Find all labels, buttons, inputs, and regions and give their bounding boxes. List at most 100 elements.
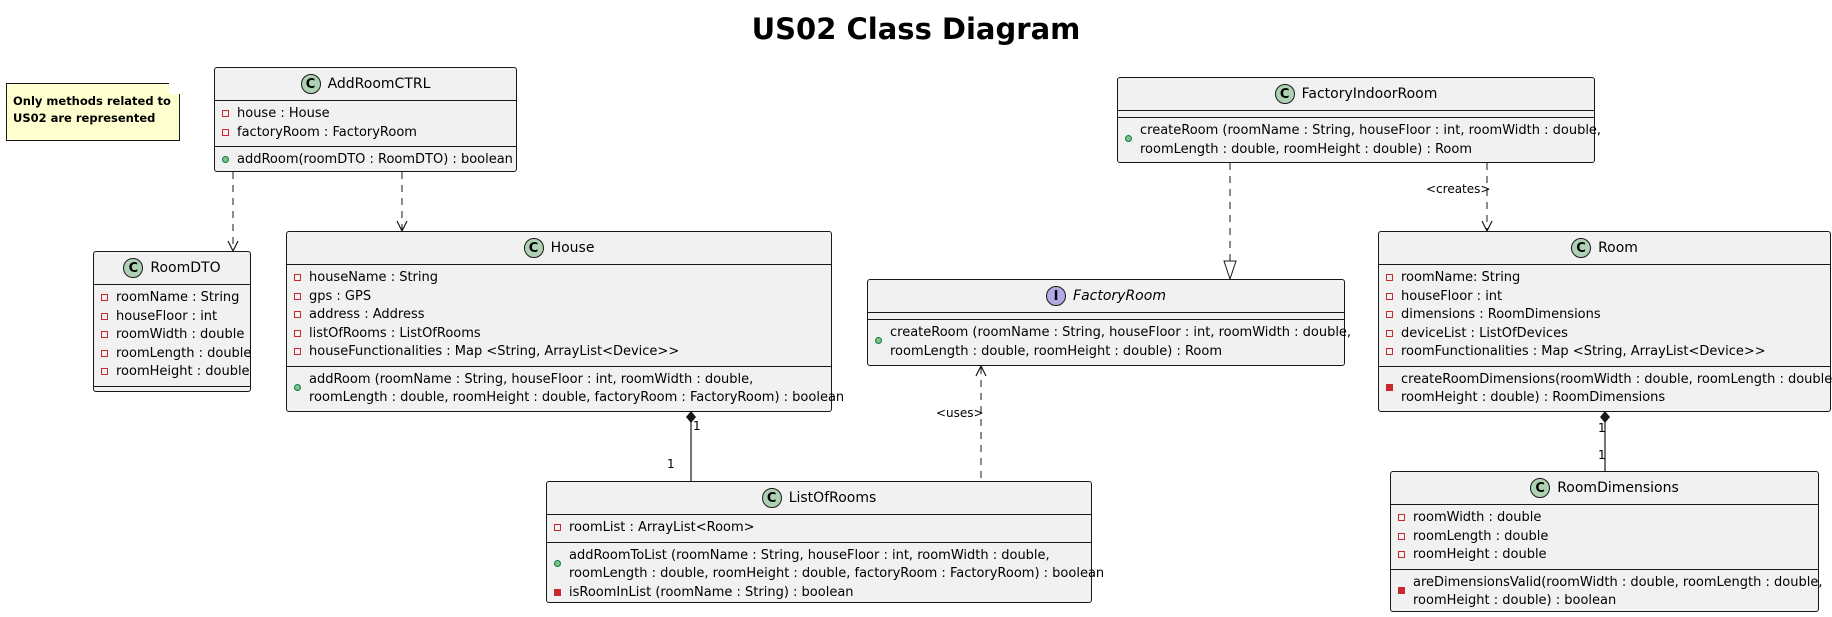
methods-section: createRoomDimensions(roomWidth : double,… xyxy=(1379,367,1832,412)
private-icon xyxy=(1386,348,1393,355)
class-stereotype-icon: C xyxy=(523,238,544,258)
class-roomdto[interactable]: C RoomDTO roomName : String houseFloor :… xyxy=(93,251,251,392)
interface-stereotype-icon: I xyxy=(1046,286,1067,306)
fields-section xyxy=(868,313,1344,320)
private-method-icon xyxy=(1386,383,1393,391)
methods-section: addRoom (roomName : String, houseFloor :… xyxy=(287,367,844,412)
field: gps : GPS xyxy=(309,288,372,304)
class-name: RoomDimensions xyxy=(1557,480,1679,496)
class-name: House xyxy=(550,240,595,256)
class-stereotype-icon: C xyxy=(300,74,321,94)
method: addRoom (roomName : String, houseFloor :… xyxy=(309,371,845,406)
class-stereotype-icon: C xyxy=(761,488,782,508)
private-icon xyxy=(1386,274,1393,281)
fields-section: roomWidth : double roomLength : double r… xyxy=(1391,505,1818,570)
note: Only methods related to US02 are represe… xyxy=(6,83,180,141)
room-multiplicity: 1 xyxy=(1598,421,1606,435)
private-icon xyxy=(294,348,301,355)
class-header: C RoomDimensions xyxy=(1391,472,1818,505)
class-header: I FactoryRoom xyxy=(868,280,1344,313)
public-icon xyxy=(222,156,229,163)
class-roomdimensions[interactable]: C RoomDimensions roomWidth : double room… xyxy=(1390,471,1822,615)
field: house : House xyxy=(237,106,330,121)
composition-diamond-house xyxy=(686,411,696,423)
field: roomName : String xyxy=(116,290,240,305)
field: deviceList : ListOfDevices xyxy=(1401,325,1568,341)
field: roomList : ArrayList<Room> xyxy=(569,520,755,535)
note-line-1: Only methods related to xyxy=(13,94,171,108)
composition-diamond-room xyxy=(1600,411,1610,423)
private-method-icon xyxy=(1398,586,1405,594)
field: roomLength : double xyxy=(116,345,252,361)
class-stereotype-icon: C xyxy=(1571,238,1592,258)
method: addRoomToList (roomName : String, houseF… xyxy=(569,547,1105,582)
fields-section xyxy=(1118,111,1594,118)
class-room[interactable]: C Room roomName: String houseFloor : int… xyxy=(1378,231,1832,412)
methods-section: addRoomToList (roomName : String, houseF… xyxy=(547,543,1104,607)
public-icon xyxy=(294,383,301,391)
private-icon xyxy=(222,110,229,117)
method: createRoom (roomName : String, houseFloo… xyxy=(1140,123,1602,157)
field: roomWidth : double xyxy=(1413,510,1542,525)
private-icon xyxy=(1398,532,1405,540)
field: factoryRoom : FactoryRoom xyxy=(237,124,417,140)
methods-section: addRoom(roomDTO : RoomDTO) : boolean xyxy=(215,147,516,174)
uses-label: <uses> xyxy=(936,406,984,420)
fields-section: roomName : String houseFloor : int roomW… xyxy=(94,285,252,387)
realization-arrowhead xyxy=(1223,260,1237,281)
field: roomHeight : double xyxy=(116,364,250,379)
private-icon xyxy=(1398,514,1405,521)
private-icon xyxy=(1386,292,1393,300)
interface-name: FactoryRoom xyxy=(1073,288,1166,304)
fields-section: roomName: String houseFloor : int dimens… xyxy=(1379,265,1830,367)
class-addroomctrl[interactable]: C AddRoomCTRL house : House factoryRoom … xyxy=(214,67,517,172)
private-icon xyxy=(294,311,301,318)
fields-section: houseName : String gps : GPS address : A… xyxy=(287,265,831,367)
methods-section xyxy=(94,387,250,393)
private-icon xyxy=(1398,551,1405,558)
method: isRoomInList (roomName : String) : boole… xyxy=(569,584,854,600)
private-icon xyxy=(294,274,301,281)
class-header: C House xyxy=(287,232,831,265)
methods-section: createRoom (roomName : String, houseFloo… xyxy=(1118,118,1601,163)
private-icon xyxy=(554,524,561,531)
private-icon xyxy=(101,312,108,320)
methods-section: areDimensionsValid(roomWidth : double, r… xyxy=(1391,570,1822,615)
private-icon xyxy=(101,331,108,338)
field: address : Address xyxy=(309,307,425,322)
note-fold xyxy=(169,83,180,94)
field: houseFloor : int xyxy=(116,308,218,324)
private-icon xyxy=(1386,311,1393,318)
class-factoryindoorroom[interactable]: C FactoryIndoorRoom createRoom (roomName… xyxy=(1117,77,1601,163)
method: areDimensionsValid(roomWidth : double, r… xyxy=(1413,574,1823,609)
interface-factoryroom[interactable]: I FactoryRoom createRoom (roomName : Str… xyxy=(867,279,1351,366)
class-house[interactable]: C House houseName : String gps : GPS add… xyxy=(286,231,844,412)
field: roomHeight : double xyxy=(1413,547,1547,562)
field: houseFloor : int xyxy=(1401,288,1503,304)
private-method-icon xyxy=(554,588,561,596)
private-icon xyxy=(294,329,301,337)
field: roomWidth : double xyxy=(116,327,245,342)
house-multiplicity: 1 xyxy=(693,419,701,433)
note-line-2: US02 are represented xyxy=(13,111,156,125)
method: addRoom(roomDTO : RoomDTO) : boolean xyxy=(237,152,513,167)
class-header: C RoomDTO xyxy=(94,252,250,285)
field: roomFunctionalities : Map <String, Array… xyxy=(1401,344,1766,359)
class-stereotype-icon: C xyxy=(1530,478,1551,498)
class-header: C AddRoomCTRL xyxy=(215,68,516,101)
public-icon xyxy=(875,337,882,344)
class-name: ListOfRooms xyxy=(788,490,877,506)
field: listOfRooms : ListOfRooms xyxy=(309,325,481,341)
class-listofrooms[interactable]: C ListOfRooms roomList : ArrayList<Room>… xyxy=(546,481,1104,603)
creates-label: <creates> xyxy=(1426,182,1491,196)
class-stereotype-icon: C xyxy=(1274,84,1295,104)
method: createRoom (roomName : String, houseFloo… xyxy=(890,325,1352,359)
public-icon xyxy=(554,559,561,567)
roomdimensions-multiplicity: 1 xyxy=(1598,448,1606,462)
field: houseFunctionalities : Map <String, Arra… xyxy=(309,344,680,359)
class-name: AddRoomCTRL xyxy=(327,76,431,92)
listofrooms-multiplicity: 1 xyxy=(667,457,675,471)
fields-section: house : House factoryRoom : FactoryRoom xyxy=(215,101,516,147)
field: roomLength : double xyxy=(1413,528,1549,544)
private-icon xyxy=(101,349,108,357)
